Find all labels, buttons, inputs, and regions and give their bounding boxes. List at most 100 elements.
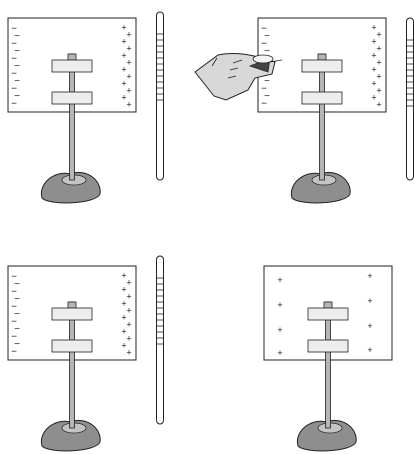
positive-charge: + xyxy=(376,72,381,82)
positive-charge: + xyxy=(121,51,126,61)
negative-charge: − xyxy=(11,302,17,313)
positive-charge: + xyxy=(126,44,131,54)
insulating-stand xyxy=(319,53,325,181)
negative-charge: − xyxy=(11,317,17,328)
positive-charge: + xyxy=(371,51,376,61)
negative-charge: − xyxy=(14,339,20,350)
lower-clamp xyxy=(51,91,93,105)
positive-charge: + xyxy=(126,292,131,302)
positive-charge: + xyxy=(376,44,381,54)
glove-finger-line xyxy=(232,59,243,64)
negative-charge: − xyxy=(261,39,267,50)
negative-charge: − xyxy=(14,294,20,305)
positive-charge: + xyxy=(126,278,131,288)
positive-charge: + xyxy=(126,72,131,82)
negative-charge: − xyxy=(261,24,267,35)
charged-rod-icon xyxy=(156,255,164,425)
positive-charge: + xyxy=(121,299,126,309)
positive-charge: + xyxy=(367,345,372,355)
lower-clamp xyxy=(301,91,343,105)
stand-cap xyxy=(67,301,77,309)
positive-charge: + xyxy=(277,348,282,358)
glove-finger-line xyxy=(227,75,237,79)
upper-clamp xyxy=(301,59,343,73)
positive-charge: + xyxy=(126,58,131,68)
positive-charge: + xyxy=(376,58,381,68)
positive-charge: + xyxy=(277,275,282,285)
positive-charge: + xyxy=(121,313,126,323)
positive-charge: + xyxy=(121,65,126,75)
gloved-hand-icon xyxy=(194,53,283,101)
negative-charge: − xyxy=(14,279,20,290)
positive-charge: + xyxy=(277,300,282,310)
positive-charge: + xyxy=(126,348,131,358)
positive-charge: + xyxy=(376,86,381,96)
positive-charge: + xyxy=(121,79,126,89)
positive-charge: + xyxy=(126,320,131,330)
negative-charge: − xyxy=(11,39,17,50)
positive-charge: + xyxy=(126,100,131,110)
negative-charge: − xyxy=(11,347,17,358)
negative-charge: − xyxy=(14,76,20,87)
negative-charge: − xyxy=(11,272,17,283)
negative-charge: − xyxy=(14,31,20,42)
positive-charge: + xyxy=(121,341,126,351)
positive-charge: + xyxy=(121,37,126,47)
positive-charge: + xyxy=(371,79,376,89)
positive-charge: + xyxy=(367,321,372,331)
panel-top-left: −−−−−−−−−−−++++++++++++ xyxy=(7,11,164,204)
positive-charge: + xyxy=(367,296,372,306)
charged-rod-icon xyxy=(406,17,414,181)
upper-clamp xyxy=(307,307,349,321)
upper-clamp xyxy=(51,307,93,321)
negative-charge: − xyxy=(264,76,270,87)
stand-cap xyxy=(317,53,327,61)
lower-clamp xyxy=(307,339,349,353)
positive-charge: + xyxy=(121,93,126,103)
upper-clamp xyxy=(51,59,93,73)
insulating-stand xyxy=(69,301,75,429)
negative-charge: − xyxy=(14,309,20,320)
positive-charge: + xyxy=(126,334,131,344)
charged-rod-icon xyxy=(156,11,164,181)
positive-charge: + xyxy=(277,325,282,335)
positive-charge: + xyxy=(121,285,126,295)
negative-charge: − xyxy=(14,324,20,335)
negative-charge: − xyxy=(11,287,17,298)
lower-clamp xyxy=(51,339,93,353)
negative-charge: − xyxy=(14,91,20,102)
insulating-stand xyxy=(325,301,331,429)
stand-cap xyxy=(323,301,333,309)
positive-charge: + xyxy=(126,86,131,96)
negative-charge: − xyxy=(11,69,17,80)
contact-line xyxy=(269,59,283,63)
stand-cap xyxy=(67,53,77,61)
negative-charge: − xyxy=(11,54,17,65)
positive-charge: + xyxy=(126,30,131,40)
glove-finger-line xyxy=(229,67,239,71)
panel-bottom-right: + + + + + + + + xyxy=(263,265,393,452)
positive-charge: + xyxy=(367,271,372,281)
negative-charge: − xyxy=(261,99,267,110)
positive-charge: + xyxy=(126,306,131,316)
negative-charge: − xyxy=(261,84,267,95)
panel-top-right: −−−−−−−−−−−++++++++++++ xyxy=(194,17,414,204)
positive-charge: + xyxy=(376,100,381,110)
insulating-stand xyxy=(69,53,75,181)
negative-charge: − xyxy=(11,24,17,35)
positive-charge: + xyxy=(121,327,126,337)
positive-charge: + xyxy=(371,23,376,33)
positive-charge: + xyxy=(121,271,126,281)
negative-charge: − xyxy=(264,31,270,42)
negative-charge: − xyxy=(14,46,20,57)
negative-charge: − xyxy=(11,332,17,343)
positive-charge: + xyxy=(376,30,381,40)
negative-charge: − xyxy=(264,46,270,57)
glove-crease xyxy=(211,57,218,67)
positive-charge: + xyxy=(371,93,376,103)
panel-bottom-left: −−−−−−−−−−−++++++++++++ xyxy=(7,255,164,452)
fingertip-contact xyxy=(252,54,274,64)
positive-charge: + xyxy=(121,23,126,33)
negative-charge: − xyxy=(11,84,17,95)
